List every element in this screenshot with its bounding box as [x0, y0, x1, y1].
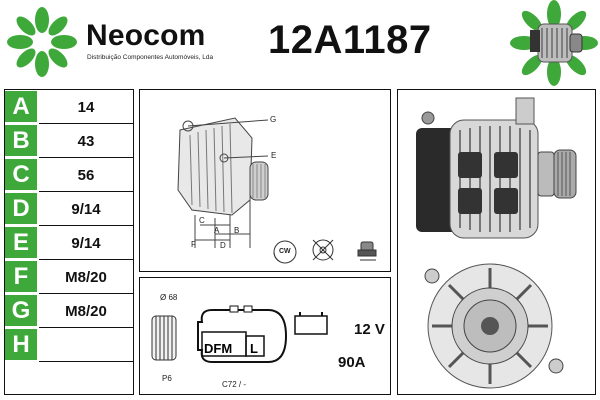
spec-row-e: E 9/14 [5, 226, 133, 260]
neocom-logo-icon [7, 7, 77, 77]
rotation-cw: CW [279, 248, 291, 255]
spec-row-b: B 43 [5, 124, 133, 158]
label-d: D [220, 241, 226, 250]
spec-value: 9/14 [71, 200, 101, 218]
spec-value: 56 [77, 166, 95, 184]
brand-name: Neocom [86, 19, 206, 52]
spec-value: 14 [77, 98, 95, 116]
label-g: G [270, 115, 277, 124]
spec-letter: G [5, 295, 37, 326]
spec-row-h: H [5, 328, 133, 362]
spec-letter: B [5, 125, 37, 156]
spec-letter: A [5, 91, 37, 122]
product-photo-panel [397, 89, 596, 395]
spec-value: 43 [77, 132, 95, 150]
spec-row-c: C 56 [5, 158, 133, 192]
brand-tagline: Distribuição Componentes Automóveis, Lda [87, 54, 214, 61]
label-f: F [191, 240, 196, 249]
pulley-diameter: Ø 68 [160, 293, 178, 302]
part-number: 12A1187 [268, 18, 432, 62]
alternator-drawing-icon [177, 117, 377, 264]
plug-dfm: DFM [204, 341, 233, 356]
spec-row-f: F M8/20 [5, 260, 133, 294]
alternator-photo-icon [416, 97, 577, 389]
plug-l: L [250, 341, 258, 356]
pulley-and-plug-icon [151, 305, 328, 363]
pulley-type: P6 [162, 374, 172, 383]
connector-panel: Ø 68 P6 DFM L C72 / - 12 V 90A [139, 277, 391, 395]
spec-row-a: A 14 [5, 90, 133, 124]
amperage: 90A [338, 354, 366, 371]
spec-row-d: D 9/14 [5, 192, 133, 226]
spec-letter: E [5, 227, 37, 258]
spec-value: M8/20 [65, 302, 107, 320]
label-e: E [271, 151, 277, 160]
dimension-diagram-panel: G E C A B F D CW [139, 89, 391, 272]
spec-value: 9/14 [71, 234, 101, 252]
spec-letter: D [5, 193, 37, 224]
spec-letter: C [5, 159, 37, 190]
spec-value [39, 328, 133, 362]
product-thumbnail-icon [510, 0, 598, 86]
spec-letter: F [5, 261, 37, 292]
spec-value: M8/20 [65, 268, 107, 286]
label-a: A [214, 226, 220, 235]
spec-letter: H [5, 329, 37, 360]
spec-row-g: G M8/20 [5, 294, 133, 328]
label-c: C [199, 216, 205, 225]
label-b: B [234, 226, 240, 235]
voltage: 12 V [354, 321, 385, 338]
spec-table: A 14 B 43 C 56 D 9/14 E 9/14 F M8/20 G M… [4, 89, 134, 395]
plug-code: C72 / - [222, 380, 247, 389]
